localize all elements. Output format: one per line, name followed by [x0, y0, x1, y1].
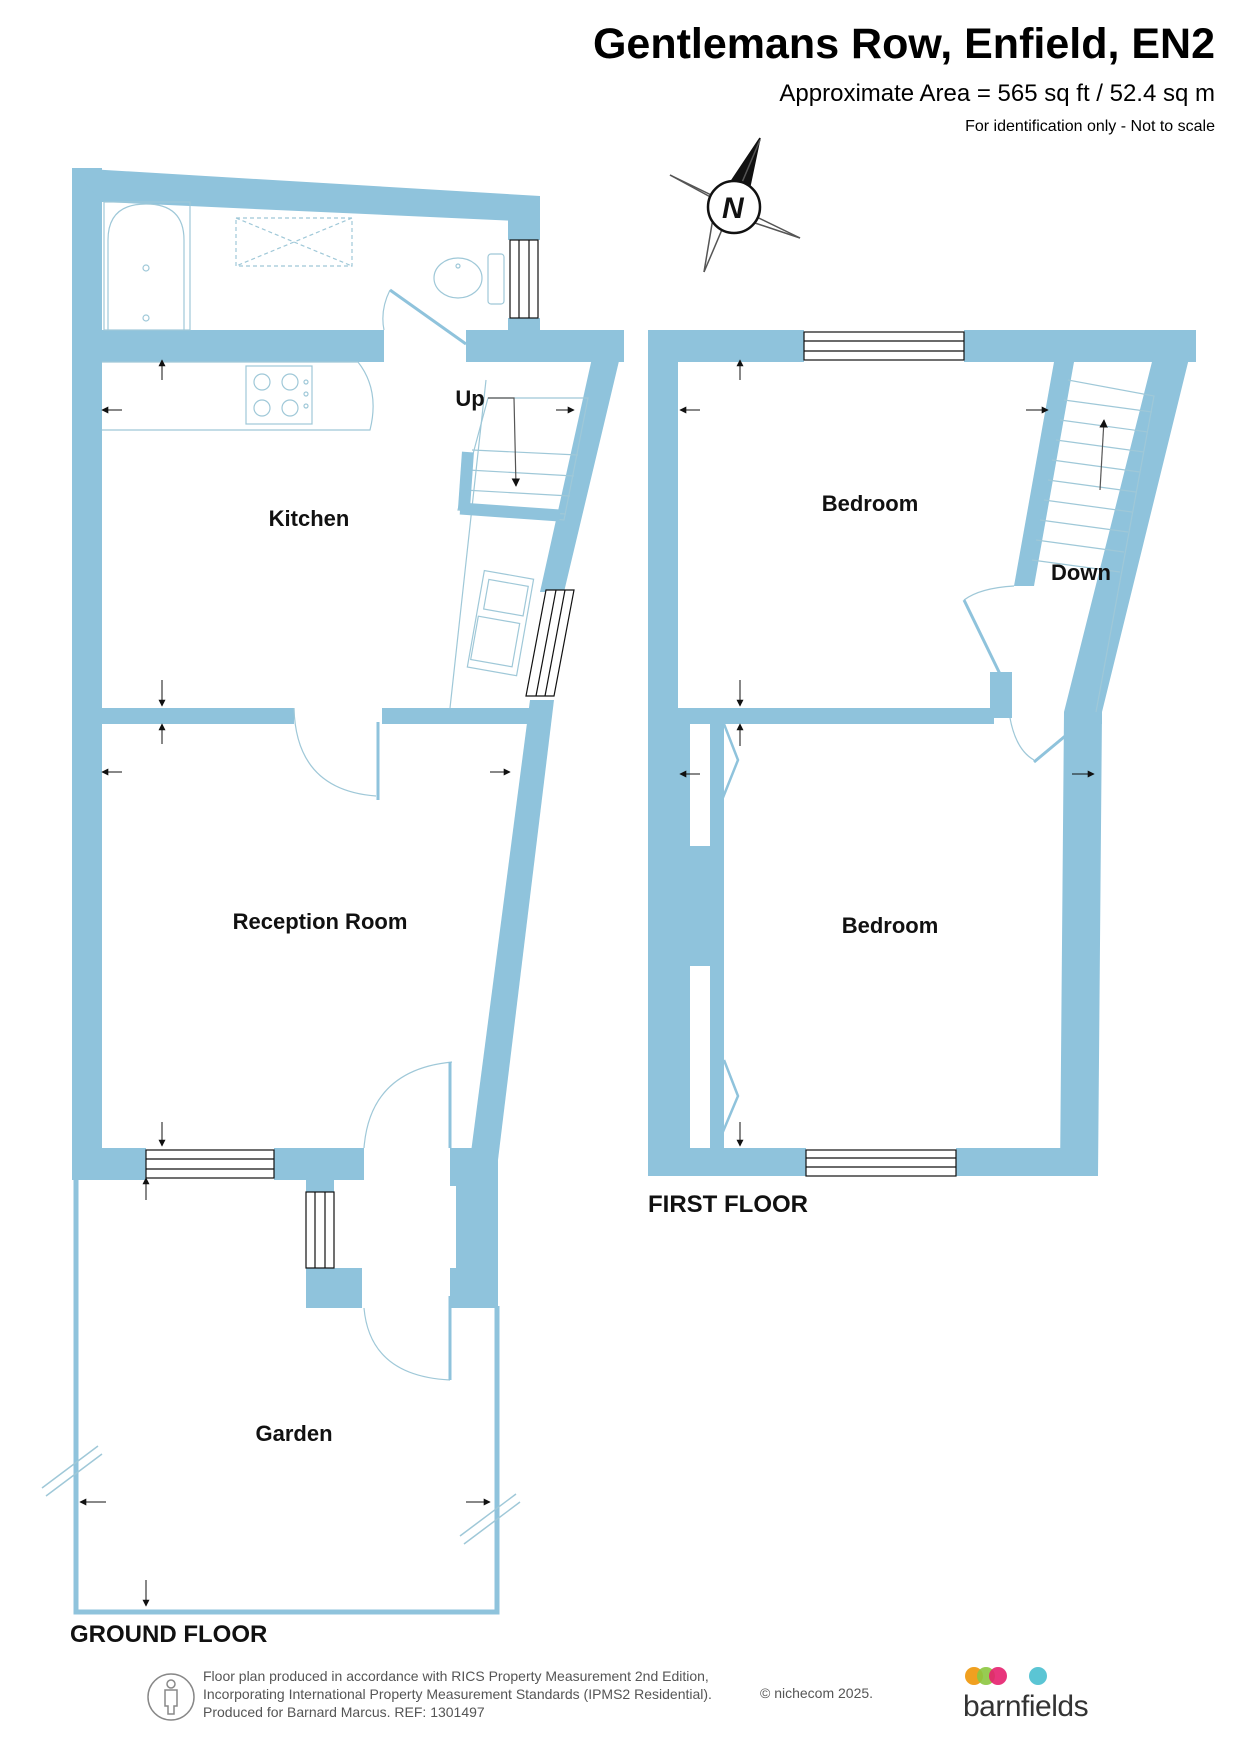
bathroom-fixtures — [103, 201, 505, 346]
compass-north-label: N — [722, 192, 745, 225]
first-floor-windows — [803, 331, 965, 1177]
footer-line-1: Floor plan produced in accordance with R… — [203, 1668, 709, 1684]
area-summary: Approximate Area = 565 sq ft / 52.4 sq m — [779, 80, 1215, 107]
plan-title: Gentlemans Row, Enfield, EN2 — [592, 20, 1215, 68]
footer-line-2: Incorporating International Property Mea… — [203, 1686, 712, 1702]
person-standard-icon — [147, 1673, 195, 1721]
ground-floor-dimension-arrows — [79, 359, 575, 1607]
stairs-label-up: Up — [455, 386, 484, 411]
room-label-bedroom-bottom: Bedroom — [842, 913, 939, 938]
room-label-garden: Garden — [255, 1421, 332, 1446]
ground-floor-label: GROUND FLOOR — [70, 1621, 267, 1648]
brand-name: barnfields — [963, 1690, 1089, 1723]
stair-arrow-up — [457, 397, 561, 522]
footer-line-3: Produced for Barnard Marcus. REF: 130149… — [203, 1704, 485, 1720]
first-floor-dimension-arrows — [679, 359, 1095, 1147]
stair-arrow-down — [1099, 419, 1108, 491]
first-floor-stairs — [1031, 379, 1155, 713]
first-floor-walls — [648, 330, 1196, 1176]
kitchen-fixtures — [102, 361, 589, 709]
ground-floor-windows — [145, 239, 575, 1269]
brand-logo-icon — [965, 1667, 1047, 1685]
copyright-notice: © nichecom 2025. — [760, 1685, 874, 1701]
stairs-label-down: Down — [1051, 560, 1111, 585]
garden-break-marks — [41, 1445, 521, 1545]
room-label-bedroom-top: Bedroom — [822, 491, 919, 516]
footer-note: Floor plan produced in accordance with R… — [203, 1667, 712, 1721]
room-label-kitchen: Kitchen — [269, 506, 350, 531]
first-floor-doors — [720, 585, 1095, 1135]
north-compass-icon: N — [669, 137, 801, 273]
ground-floor-walls — [72, 168, 624, 1308]
ground-floor-doors — [293, 707, 453, 1381]
scale-disclaimer: For identification only - Not to scale — [965, 118, 1215, 135]
first-floor-label: FIRST FLOOR — [648, 1191, 808, 1218]
garden-boundary — [73, 1178, 500, 1615]
room-label-reception: Reception Room — [233, 909, 408, 934]
